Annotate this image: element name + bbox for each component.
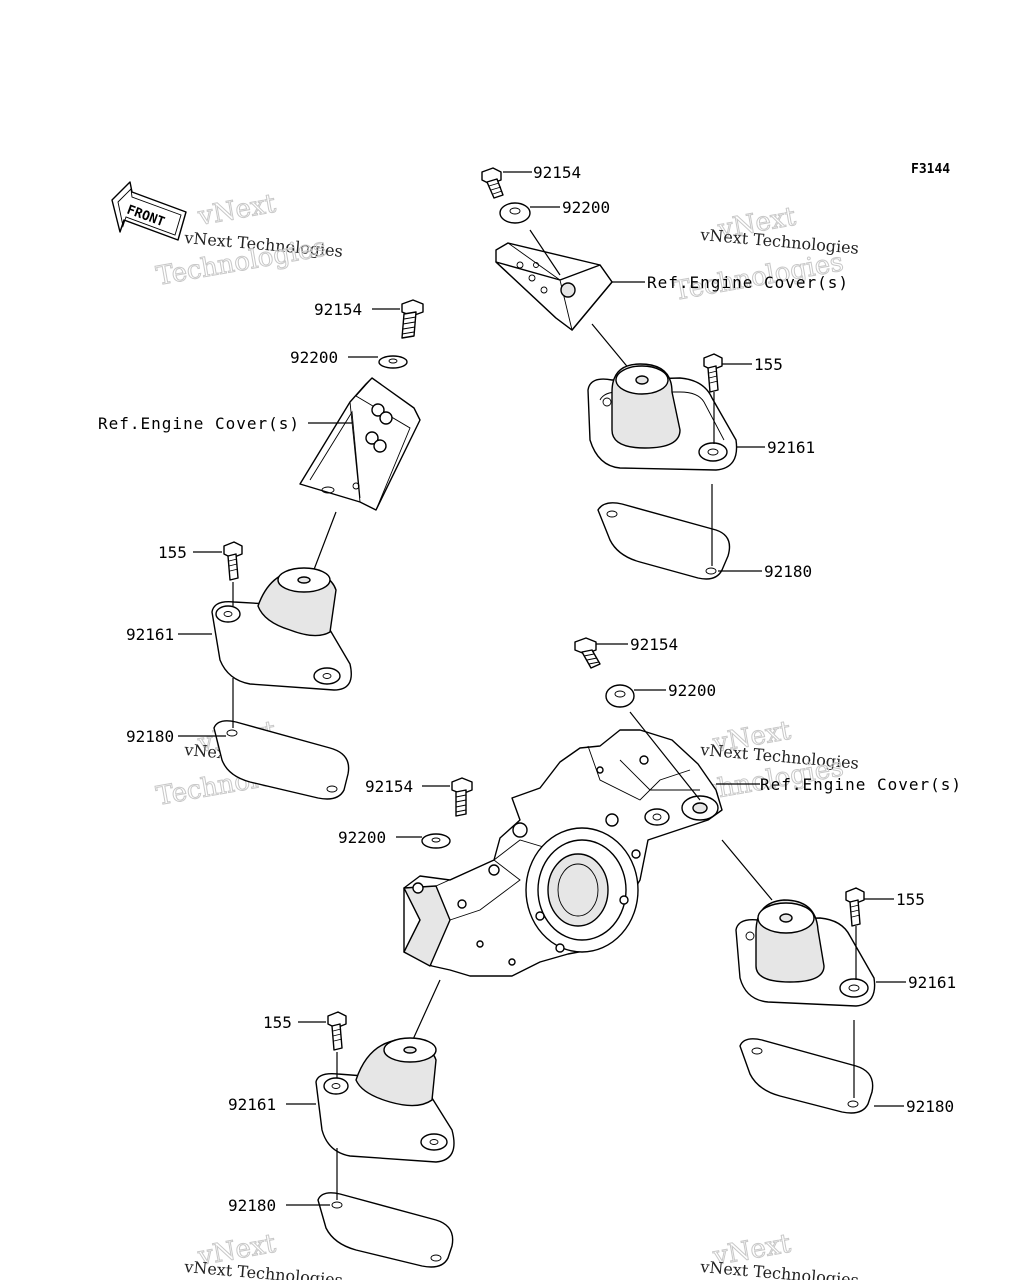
washer-icon (378, 355, 408, 369)
label-washer-tr: 92200 (562, 198, 610, 217)
bolt-icon (481, 167, 504, 199)
rubber-mount-icon (315, 1037, 455, 1163)
bracket-icon (495, 242, 613, 331)
label-plate-tr: 92180 (764, 562, 812, 581)
label-mount-l: 92161 (126, 625, 174, 644)
label-plate-bl: 92180 (228, 1196, 276, 1215)
label-plate-cr: 92180 (906, 1097, 954, 1116)
stud-icon (327, 1011, 347, 1051)
mount-group-bottom-left: 155 92161 92180 (228, 979, 455, 1268)
label-ref-cover-l: Ref.Engine Cover(s) (98, 414, 300, 433)
bracket-icon (299, 377, 421, 511)
washer-icon (421, 833, 451, 849)
label-bolt-c2: 92154 (365, 777, 413, 796)
bolt-icon (401, 299, 424, 339)
label-stud-cr: 155 (896, 890, 925, 909)
mount-group-top-right: 92154 92200 Ref.Engine Cover(s) (481, 163, 849, 581)
washer-icon (605, 684, 635, 708)
label-mount-bl: 92161 (228, 1095, 276, 1114)
plate-icon (597, 502, 731, 580)
stud-icon (703, 353, 723, 393)
engine-case-icon (403, 729, 723, 977)
label-plate-l: 92180 (126, 727, 174, 746)
label-bolt-c: 92154 (630, 635, 678, 654)
front-arrow-icon: FRONT (111, 181, 187, 241)
washer-icon (499, 202, 531, 224)
label-ref-cover-c: Ref.Engine Cover(s) (760, 775, 962, 794)
bolt-icon (574, 637, 601, 669)
label-ref-cover-tr: Ref.Engine Cover(s) (647, 273, 849, 292)
label-stud-tr: 155 (754, 355, 783, 374)
label-bolt-l: 92154 (314, 300, 362, 319)
label-washer-c2: 92200 (338, 828, 386, 847)
label-bolt-tr: 92154 (533, 163, 581, 182)
stud-icon (845, 887, 865, 927)
plate-icon (213, 720, 350, 800)
rubber-mount-icon (735, 899, 876, 1007)
mount-group-left: 92154 92200 Ref.Engine Cover(s) (98, 299, 424, 800)
label-stud-l: 155 (158, 543, 187, 562)
plate-icon (739, 1038, 874, 1114)
label-mount-cr: 92161 (908, 973, 956, 992)
label-washer-c: 92200 (668, 681, 716, 700)
label-washer-l: 92200 (290, 348, 338, 367)
rubber-mount-icon (587, 363, 738, 471)
stud-icon (223, 541, 243, 581)
label-mount-tr: 92161 (767, 438, 815, 457)
rubber-mount-icon (211, 567, 352, 691)
figure-code: F3144 (911, 162, 950, 177)
label-stud-bl: 155 (263, 1013, 292, 1032)
mount-group-center-right: 92154 92200 Ref.Engine Cover(s) 92154 92… (338, 635, 962, 1116)
svg-text:vNext: vNext (195, 189, 278, 232)
plate-icon (317, 1192, 454, 1268)
bolt-icon (451, 777, 473, 817)
